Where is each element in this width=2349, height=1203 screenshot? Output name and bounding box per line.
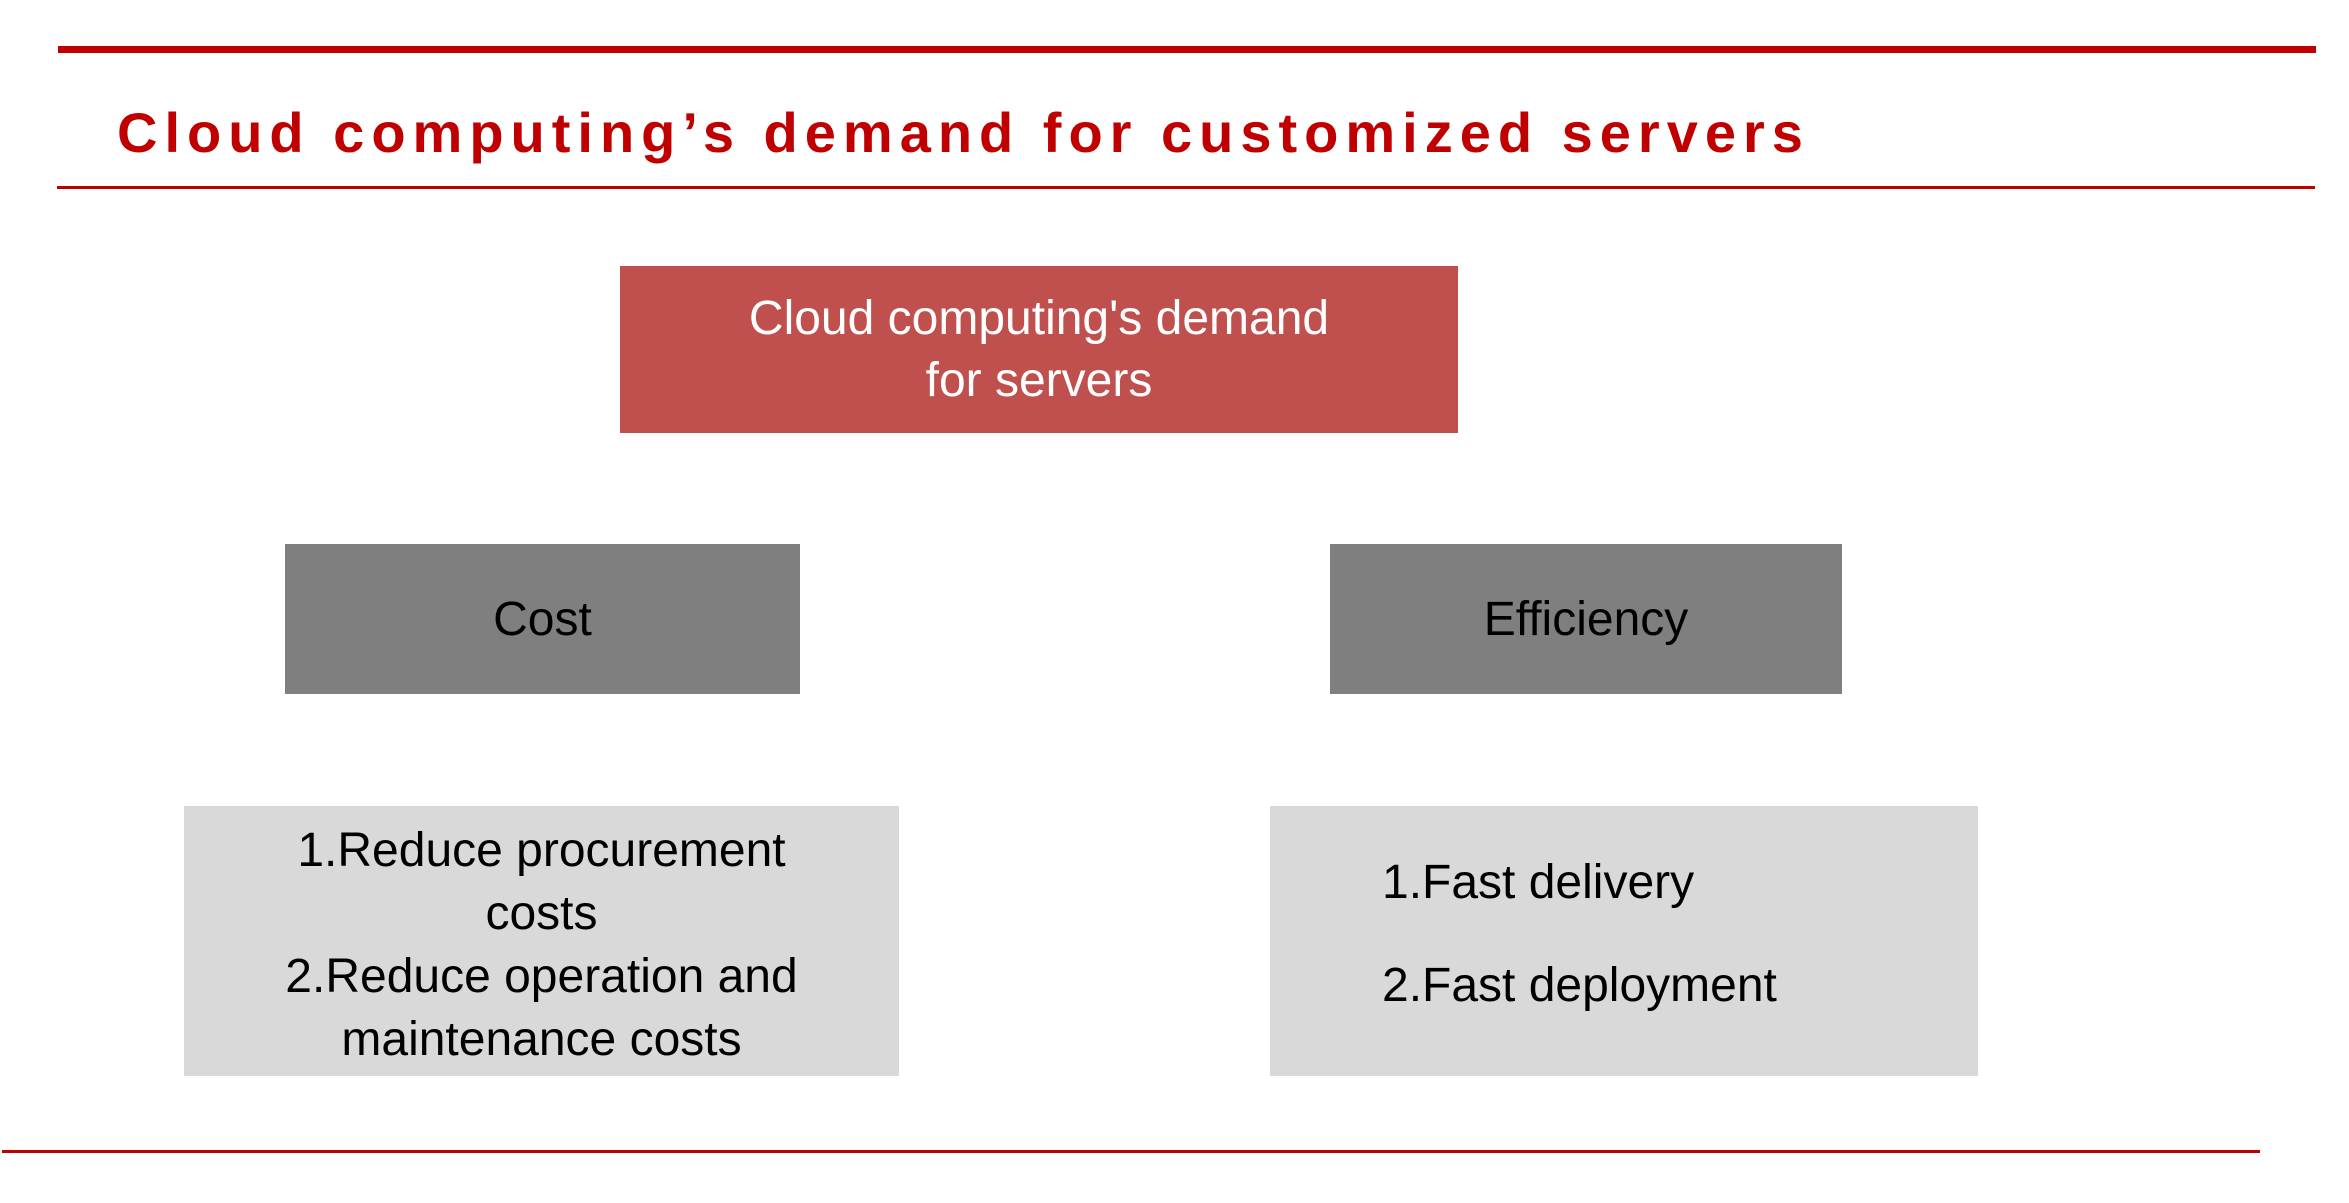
title-underline-rule bbox=[57, 186, 2315, 189]
detail-item-efficiency-1: 1.Fast delivery bbox=[1382, 856, 1695, 909]
detail-box-cost: 1.Reduce procurement costs 2.Reduce oper… bbox=[184, 806, 899, 1076]
bottom-rule bbox=[2, 1150, 2260, 1153]
root-node-cloud-demand: Cloud computing's demand for servers bbox=[620, 266, 1458, 433]
top-rule bbox=[58, 46, 2316, 53]
detail-item-cost-2: 2.Reduce operation and maintenance costs bbox=[285, 949, 798, 1066]
detail-box-efficiency: 1.Fast delivery 2.Fast deployment bbox=[1270, 806, 1978, 1076]
detail-item-efficiency-2: 2.Fast deployment bbox=[1382, 958, 1777, 1012]
detail-item-cost-1: 1.Reduce procurement costs bbox=[297, 824, 786, 940]
branch-node-efficiency: Efficiency bbox=[1330, 544, 1842, 694]
branch-node-cost: Cost bbox=[285, 544, 800, 694]
slide-title: Cloud computing’s demand for customized … bbox=[117, 101, 1810, 164]
